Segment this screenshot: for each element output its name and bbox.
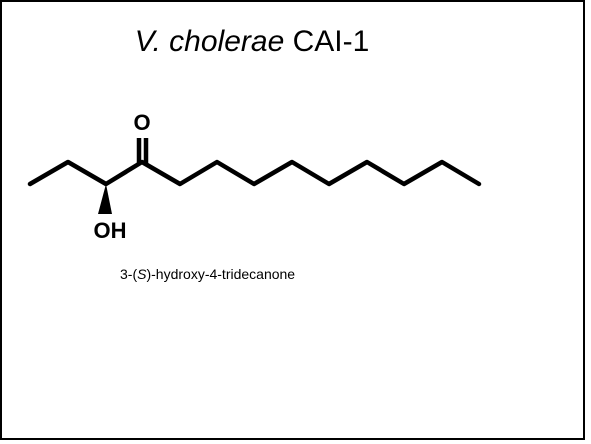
hydroxyl-group-label: OH	[94, 218, 127, 243]
compound-name-caption: 3-(S)-hydroxy-4-tridecanone	[120, 265, 295, 283]
title-molecule: CAI-1	[292, 25, 370, 58]
caption-prefix: 3-(	[120, 266, 138, 282]
carbon-chain-bonds	[27, 159, 482, 187]
caption-stereo-descriptor: S	[137, 266, 147, 282]
caption-suffix: )-hydroxy-4-tridecanone	[146, 266, 296, 282]
title-species: V. cholerae	[134, 25, 285, 58]
slide-title: V. cholerae CAI-1	[2, 24, 502, 60]
stereo-wedge-bond	[98, 184, 112, 214]
carbonyl-oxygen-label: O	[133, 110, 150, 135]
